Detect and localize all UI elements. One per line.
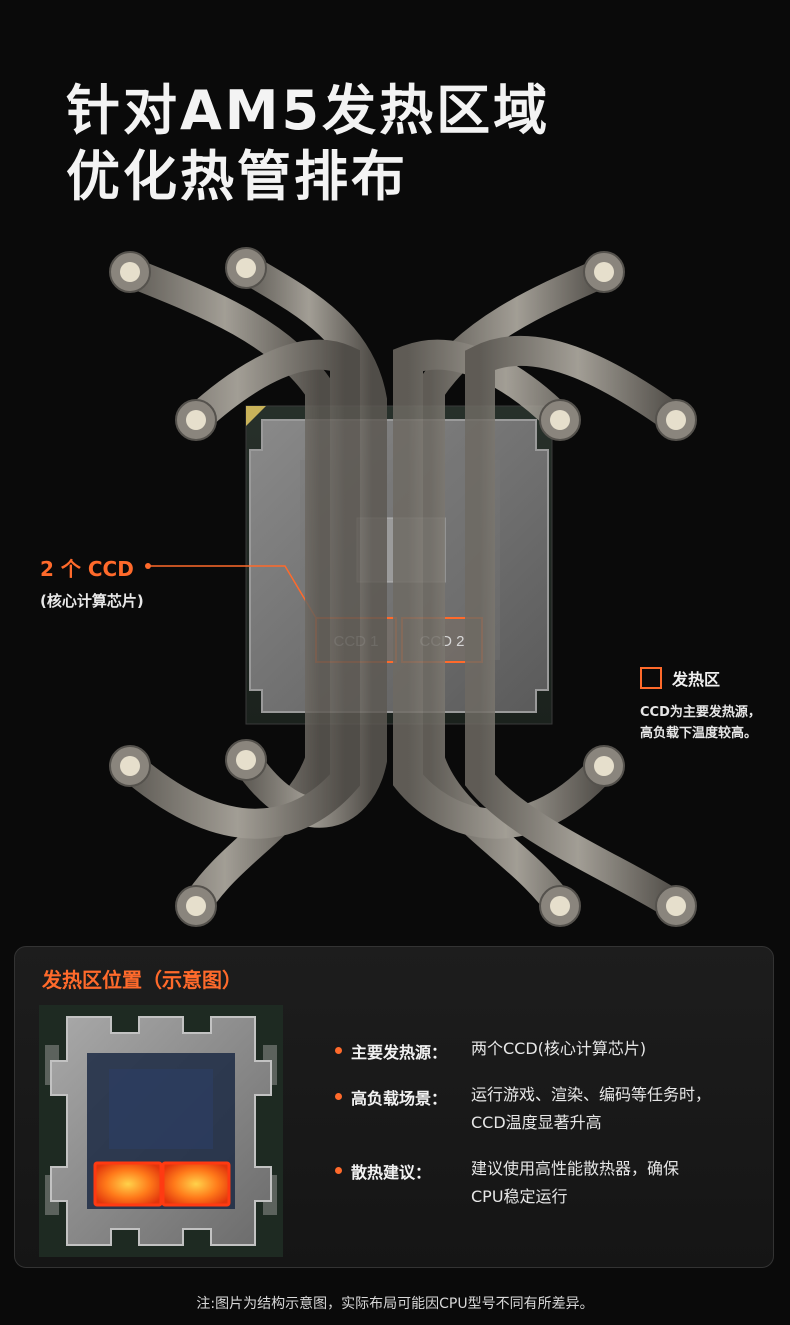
heatpipe-end-caps bbox=[109, 247, 697, 927]
headline-line-1: 针对AM5发热区域 bbox=[66, 79, 551, 142]
ccd-callout-title: 2 个 CCD bbox=[40, 557, 134, 581]
heat-zone-panel: 发热区位置（示意图） 主要发热源： bbox=[14, 946, 774, 1268]
heat-zone-legend: 发热区 CCD为主要发热源， 高负载下温度较高。 bbox=[640, 666, 790, 744]
bullet-dot bbox=[335, 1047, 342, 1054]
point-label: 主要发热源： bbox=[351, 1043, 448, 1062]
point-text-line: 两个CCD(核心计算芯片) bbox=[471, 1039, 647, 1058]
footnote: 注:图片为结构示意图，实际布局可能因CPU型号不同有所差异。 bbox=[196, 1296, 594, 1312]
ccd-2-hotzone bbox=[161, 1161, 231, 1207]
point-text: 建议使用高性能散热器，确保 CPU稳定运行 bbox=[471, 1155, 679, 1211]
bullet-dot bbox=[335, 1167, 342, 1174]
point-item: 主要发热源： 两个CCD(核心计算芯片) bbox=[335, 1039, 765, 1063]
headline-line-2: 优化热管排布 bbox=[66, 145, 408, 208]
legend-description: CCD为主要发热源， 高负载下温度较高。 bbox=[640, 702, 790, 744]
legend-desc-line-2: 高负载下温度较高。 bbox=[640, 726, 758, 741]
point-item: 散热建议： 建议使用高性能散热器，确保 CPU稳定运行 bbox=[335, 1159, 765, 1211]
legend-swatch bbox=[640, 667, 662, 689]
heatpipe-cooler-illustration: CCD 1 CCD 2 bbox=[109, 247, 697, 927]
legend-desc-line-1: CCD为主要发热源， bbox=[640, 705, 761, 720]
point-text-line: CCD温度显著升高 bbox=[471, 1113, 602, 1132]
point-text-line: 建议使用高性能散热器，确保 bbox=[471, 1159, 680, 1178]
heat-zone-points: 主要发热源： 两个CCD(核心计算芯片) 高负载场景： 运行游戏、渲染、编码等任… bbox=[335, 1039, 765, 1233]
point-label: 高负载场景： bbox=[351, 1089, 448, 1108]
legend-label: 发热区 bbox=[672, 670, 721, 689]
heat-zone-chip-illustration bbox=[39, 1005, 283, 1257]
ccd-callout: 2 个 CCD (核心计算芯片) bbox=[40, 553, 144, 611]
bullet-dot bbox=[335, 1093, 342, 1100]
point-text-line: CPU稳定运行 bbox=[471, 1187, 568, 1206]
ccd-callout-subtitle: (核心计算芯片) bbox=[40, 592, 144, 610]
point-label: 散热建议： bbox=[351, 1163, 432, 1182]
point-text: 两个CCD(核心计算芯片) bbox=[471, 1035, 646, 1063]
headline: 针对AM5发热区域 优化热管排布 bbox=[66, 78, 746, 210]
ccd-1-hotzone bbox=[93, 1161, 163, 1207]
panel-title: 发热区位置（示意图） bbox=[42, 968, 242, 992]
heatpipes bbox=[115, 253, 691, 921]
point-item: 高负载场景： 运行游戏、渲染、编码等任务时， CCD温度显著升高 bbox=[335, 1085, 765, 1137]
point-text: 运行游戏、渲染、编码等任务时， CCD温度显著升高 bbox=[471, 1081, 711, 1137]
point-text-line: 运行游戏、渲染、编码等任务时， bbox=[471, 1085, 712, 1104]
